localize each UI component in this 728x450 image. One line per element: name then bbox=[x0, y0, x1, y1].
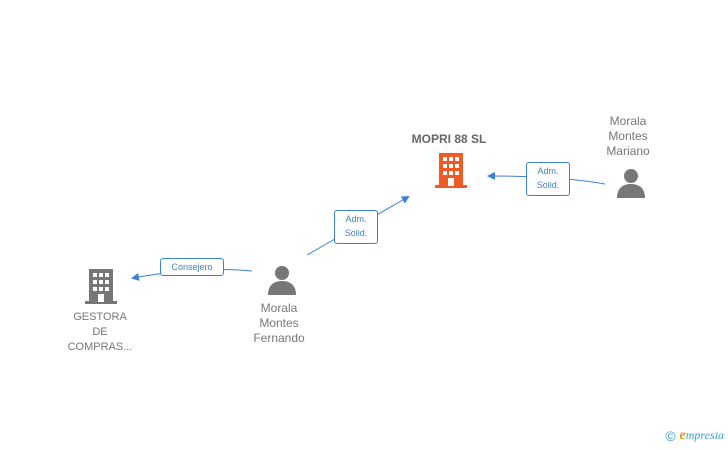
node-label-fernando[interactable]: Morala Montes Fernando bbox=[253, 301, 305, 345]
brand-name: empresia bbox=[679, 428, 724, 443]
building-icon[interactable] bbox=[434, 152, 468, 188]
edge-label-mariano-mopri[interactable]: Adm. Solid. bbox=[526, 162, 570, 196]
node-label-mariano[interactable]: Morala Montes Mariano bbox=[606, 114, 650, 158]
node-label-mopri[interactable]: MOPRI 88 SL bbox=[411, 132, 487, 146]
edge-label-fernando-gestora[interactable]: Consejero bbox=[160, 258, 224, 276]
building-icon[interactable] bbox=[84, 268, 118, 304]
copyright-icon: © bbox=[665, 428, 676, 444]
brand-watermark: © empresia bbox=[665, 428, 724, 444]
edge-label-fernando-mopri[interactable]: Adm. Solid. bbox=[334, 210, 378, 244]
node-label-gestora[interactable]: GESTORA DE COMPRAS... bbox=[67, 311, 133, 353]
person-icon[interactable] bbox=[266, 265, 298, 295]
person-icon[interactable] bbox=[615, 168, 647, 198]
